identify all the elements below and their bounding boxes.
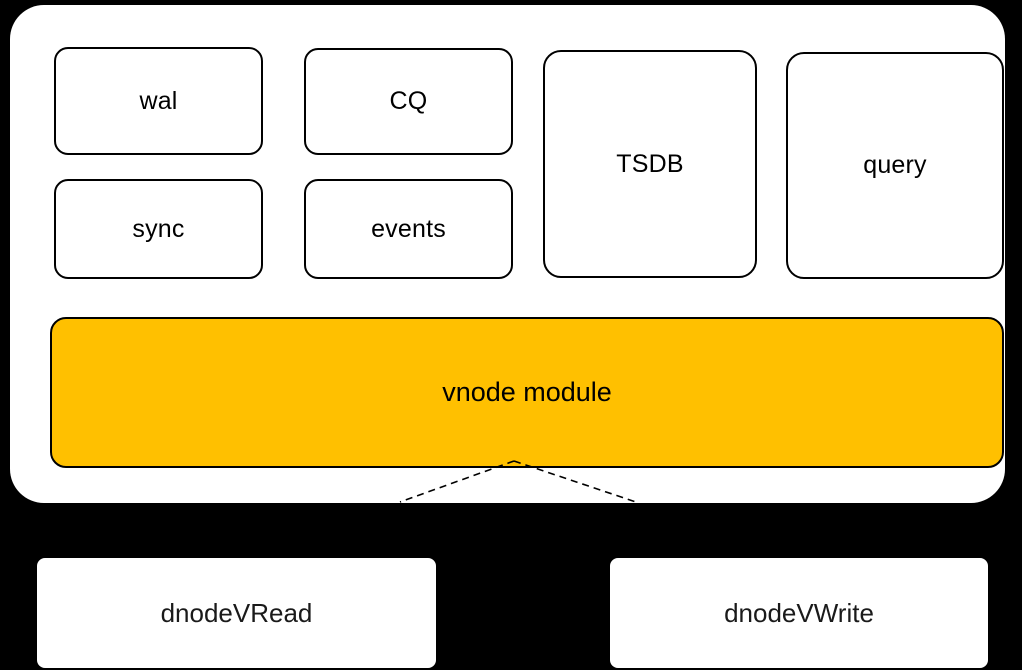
module-label-tsdb: TSDB	[616, 149, 684, 178]
vnode-module-bar[interactable]: vnode module	[50, 317, 1004, 468]
module-label-events: events	[371, 214, 446, 243]
module-box-wal[interactable]: wal	[54, 47, 263, 155]
module-label-sync: sync	[132, 214, 185, 243]
module-label-wal: wal	[139, 86, 178, 115]
vnode-module-label: vnode module	[442, 377, 612, 407]
module-box-cq[interactable]: CQ	[304, 48, 513, 155]
module-box-sync[interactable]: sync	[54, 179, 263, 279]
vnode-container: wal CQ sync events TSDB query vnode modu…	[10, 5, 1005, 503]
dnode-box-vwrite[interactable]: dnodeVWrite	[610, 558, 988, 668]
module-box-query[interactable]: query	[786, 52, 1004, 279]
module-box-events[interactable]: events	[304, 179, 513, 279]
module-box-tsdb[interactable]: TSDB	[543, 50, 757, 278]
dnode-box-vread[interactable]: dnodeVRead	[37, 558, 436, 668]
dnode-label-vread: dnodeVRead	[160, 598, 313, 628]
module-label-cq: CQ	[389, 87, 428, 115]
dnode-label-vwrite: dnodeVWrite	[724, 598, 874, 628]
module-label-query: query	[863, 151, 927, 179]
